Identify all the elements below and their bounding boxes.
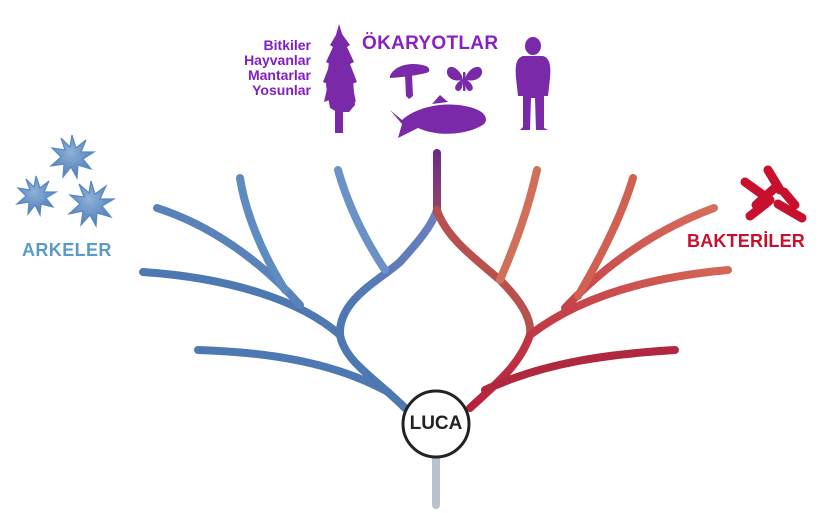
archaea-branch-4	[236, 174, 289, 294]
tree-icon	[323, 24, 357, 133]
kingdom-algae: Yosunlar	[252, 82, 311, 98]
kingdom-plants: Bitkiler	[263, 37, 311, 53]
kingdom-animals: Hayvanlar	[244, 52, 311, 68]
bacteria-branches	[433, 166, 732, 412]
human-icon	[515, 37, 551, 130]
bacteria-branch-1	[481, 346, 679, 394]
eukarya-icons	[323, 24, 551, 138]
luca-label: LUCA	[409, 413, 463, 434]
bacteria-trunk	[466, 331, 534, 412]
archaea-branch-3	[153, 204, 304, 309]
mushroom-icon	[390, 64, 430, 99]
archaea-cells	[15, 134, 117, 229]
luca-node	[401, 389, 471, 459]
eukarya-left-arm	[336, 206, 441, 339]
bacteria-rod-icon	[740, 165, 807, 223]
archaea-cell-icon	[66, 180, 117, 229]
bacteria-branch-4	[574, 174, 637, 300]
bacteria-branch-2	[526, 266, 732, 339]
bacteria-label: BAKTERİLER	[687, 231, 805, 251]
bacteria-branch-3	[561, 204, 718, 312]
archaea-branch-5	[334, 166, 389, 274]
butterfly-icon	[446, 66, 483, 91]
archaea-label: ARKELER	[22, 240, 112, 260]
archaea-branches	[139, 166, 441, 412]
archaea-trunk	[336, 331, 409, 412]
archaea-cell-icon	[49, 134, 97, 181]
archaea-cell-icon	[15, 175, 59, 218]
eukarya-kingdom-list: Bitkiler Hayvanlar Mantarlar Yosunlar	[244, 38, 311, 98]
eukarya-label: ÖKARYOTLAR	[362, 33, 499, 54]
bacteria-branch-5	[496, 166, 541, 284]
archaea-branch-1	[194, 346, 392, 396]
fish-icon	[390, 95, 486, 138]
archaea-branch-2	[139, 268, 344, 339]
kingdom-fungi: Mantarlar	[247, 67, 311, 83]
